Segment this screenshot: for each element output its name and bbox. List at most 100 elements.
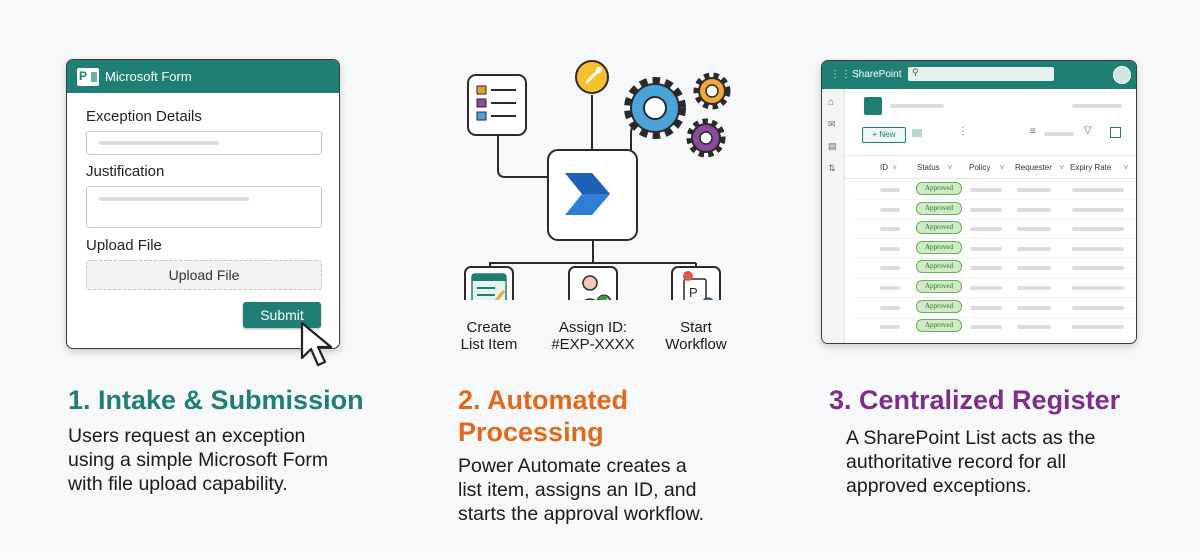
- table-row[interactable]: Approved: [844, 280, 1136, 298]
- cell-placeholder: [1017, 188, 1051, 192]
- cell-placeholder: [1017, 266, 1051, 271]
- cell-placeholder: [970, 246, 1002, 251]
- step-label: Assign ID:: [558, 319, 628, 336]
- filter-lines-icon[interactable]: ≡: [1030, 126, 1036, 137]
- justification-textarea[interactable]: [86, 186, 322, 228]
- desc-line: Power Automate creates a: [458, 455, 687, 477]
- view-icon[interactable]: [912, 129, 922, 137]
- column-header[interactable]: Expiry Rate: [1070, 163, 1112, 172]
- sharepoint-list-card: ⋮⋮⋮ SharePoint ⚲ ⌂ ✉ ▤ ⇅ + New ⋮ ≡ ▽ ID ˅…: [821, 60, 1137, 344]
- status-badge: Approved: [916, 319, 962, 333]
- connector-line: [497, 135, 548, 178]
- more-icon[interactable]: ⋮: [958, 126, 968, 137]
- status-badge: Approved: [916, 201, 962, 215]
- heading-line: Processing: [458, 417, 604, 447]
- cell-placeholder: [1072, 266, 1124, 271]
- column-header[interactable]: Policy: [969, 163, 991, 172]
- panel1-heading: 1. Intake & Submission: [68, 385, 364, 415]
- table-row[interactable]: Approved: [844, 260, 1136, 279]
- chevron-down-icon: ˅: [892, 163, 897, 172]
- cell-placeholder: [1072, 227, 1124, 232]
- gear-icon: [624, 77, 686, 139]
- chevron-down-icon: ˅: [999, 163, 1005, 172]
- grid-view-icon[interactable]: [1110, 127, 1121, 138]
- checklist-icon: [467, 74, 527, 136]
- status-badge: Approved: [916, 221, 962, 235]
- start-workflow-icon: P: [671, 266, 721, 300]
- form-title: Microsoft Form: [105, 69, 192, 84]
- cell-placeholder: [1072, 286, 1124, 290]
- cell-placeholder: [970, 266, 1002, 271]
- justification-label: Justification: [86, 163, 165, 180]
- form-header: Microsoft Form: [67, 60, 339, 93]
- panel3-heading: 3. Centralized Register: [829, 385, 1121, 415]
- new-button[interactable]: + New: [862, 127, 906, 143]
- column-header[interactable]: Status: [917, 163, 940, 172]
- step-assign-id: Assign ID: #EXP-XXXX: [545, 319, 641, 353]
- svg-text:P: P: [689, 285, 698, 300]
- avatar[interactable]: [1113, 66, 1131, 84]
- cell-placeholder: [1017, 305, 1051, 310]
- assign-id-user-icon: [568, 266, 618, 300]
- toolbar-placeholder: [1044, 132, 1074, 136]
- site-title-placeholder: [890, 104, 944, 108]
- cell-placeholder: [970, 188, 1002, 192]
- table-row[interactable]: Approved: [844, 299, 1136, 318]
- search-input[interactable]: ⚲: [908, 67, 1054, 81]
- cell-placeholder: [1017, 227, 1051, 232]
- cell-placeholder: [880, 266, 900, 271]
- heading-line: 2. Automated: [458, 385, 629, 415]
- sort-icon[interactable]: ⇅: [828, 163, 836, 173]
- create-list-item-icon: [464, 266, 514, 300]
- cell-placeholder: [970, 227, 1002, 232]
- gear-icon: [693, 72, 731, 110]
- app-launcher-icon[interactable]: ⋮⋮⋮: [830, 69, 863, 80]
- desc-line: starts the approval workflow.: [458, 503, 705, 525]
- step-label: Workflow: [665, 336, 727, 353]
- desc-line: approved exceptions.: [846, 475, 1032, 497]
- power-automate-icon: [547, 149, 638, 241]
- status-badge: Approved: [916, 260, 962, 274]
- table-row[interactable]: Approved: [844, 201, 1136, 220]
- site-logo-icon: [864, 97, 882, 115]
- table-row[interactable]: Approved: [844, 319, 1136, 336]
- panel2-description: Power Automate creates a list item, assi…: [458, 454, 704, 526]
- table-row[interactable]: Approved: [844, 221, 1136, 240]
- upload-file-button[interactable]: Upload File: [86, 260, 322, 290]
- panel2-heading: 2. Automated Processing: [458, 384, 628, 448]
- exception-details-label: Exception Details: [86, 108, 202, 125]
- microsoft-form-card: Microsoft Form Exception Details Justifi…: [66, 59, 340, 349]
- table-row[interactable]: Approved: [844, 240, 1136, 259]
- step-label: Start: [680, 319, 712, 336]
- document-icon[interactable]: ▤: [828, 141, 837, 151]
- exception-details-input[interactable]: [86, 131, 322, 155]
- status-badge: Approved: [916, 182, 962, 195]
- sharepoint-app-name: SharePoint: [852, 69, 902, 80]
- cell-placeholder: [880, 207, 900, 212]
- home-icon[interactable]: ⌂: [828, 97, 835, 108]
- mail-icon[interactable]: ✉: [828, 119, 836, 129]
- status-badge: Approved: [916, 240, 962, 254]
- cell-placeholder: [880, 286, 900, 290]
- chevron-down-icon: ˅: [947, 163, 953, 172]
- header-placeholder: [1072, 104, 1122, 108]
- status-badge: Approved: [916, 280, 962, 293]
- filter-icon[interactable]: ▽: [1084, 125, 1092, 136]
- panel3-description: A SharePoint List acts as the authoritat…: [846, 426, 1095, 498]
- cell-placeholder: [970, 207, 1002, 212]
- cell-placeholder: [970, 305, 1002, 310]
- column-header[interactable]: ID: [880, 163, 888, 172]
- desc-line: using a simple Microsoft Form: [68, 449, 329, 471]
- column-header[interactable]: Requester: [1015, 163, 1052, 172]
- chevron-down-icon: ˅: [1059, 163, 1065, 172]
- table-row[interactable]: Approved: [844, 182, 1136, 200]
- cell-placeholder: [1072, 246, 1124, 251]
- left-rail: ⌂ ✉ ▤ ⇅: [822, 89, 845, 343]
- cell-placeholder: [880, 227, 900, 232]
- upload-file-label: Upload File: [86, 237, 162, 254]
- step-create-list-item: Create List Item: [446, 319, 532, 353]
- submit-button[interactable]: Submit: [243, 302, 321, 328]
- cell-placeholder: [1017, 325, 1051, 330]
- gear-icon: [686, 118, 726, 158]
- cell-placeholder: [880, 305, 900, 310]
